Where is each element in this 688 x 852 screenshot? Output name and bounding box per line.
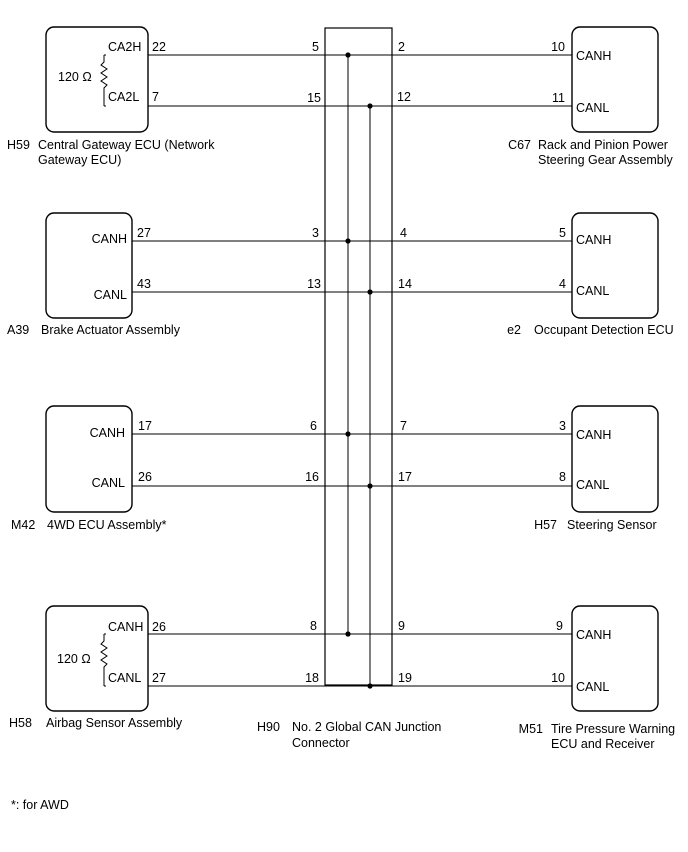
right-pin-low-m51: 10 bbox=[551, 671, 565, 685]
junction-connector-box bbox=[324, 27, 393, 686]
termination-resistor-h58 bbox=[100, 633, 108, 687]
right-component-name-e2: Occupant Detection ECU bbox=[534, 323, 674, 337]
left-component-name-h59-line1: Central Gateway ECU (Network bbox=[38, 138, 215, 152]
resistor-zigzag-icon bbox=[100, 634, 108, 686]
junction-right-pin: 9 bbox=[398, 619, 405, 633]
junction-node bbox=[345, 631, 351, 637]
junction-right-pin: 7 bbox=[400, 419, 407, 433]
left-pin-low-a39: 43 bbox=[137, 277, 151, 291]
left-signal-high-a39: CANH bbox=[92, 232, 127, 246]
right-component-name-h57: Steering Sensor bbox=[567, 518, 657, 532]
left-pin-high-a39: 27 bbox=[137, 226, 151, 240]
right-component-code-m51: M51 bbox=[519, 722, 543, 736]
junction-left-pin: 8 bbox=[310, 619, 317, 633]
junction-node bbox=[345, 238, 351, 244]
right-pin-high-m51: 9 bbox=[556, 619, 563, 633]
junction-right-pin: 17 bbox=[398, 470, 412, 484]
left-signal-high-m42: CANH bbox=[90, 426, 125, 440]
right-component-box-e2 bbox=[571, 212, 659, 319]
right-signal-high-h57: CANH bbox=[576, 428, 611, 442]
left-pin-low-m42: 26 bbox=[138, 470, 152, 484]
left-component-code-a39: A39 bbox=[7, 323, 29, 337]
left-pin-low-h59: 7 bbox=[152, 90, 159, 104]
right-component-box-c67 bbox=[571, 26, 659, 133]
junction-left-pin: 3 bbox=[312, 226, 319, 240]
left-component-code-m42: M42 bbox=[11, 518, 35, 532]
right-signal-high-e2: CANH bbox=[576, 233, 611, 247]
left-signal-high-h58: CANH bbox=[108, 620, 143, 634]
left-component-code-h59: H59 bbox=[7, 138, 30, 152]
right-component-name-m51-line2: ECU and Receiver bbox=[551, 737, 655, 751]
right-component-box-h57 bbox=[571, 405, 659, 513]
right-signal-low-h57: CANL bbox=[576, 478, 609, 492]
left-signal-low-m42: CANL bbox=[92, 476, 125, 490]
junction-name-line2: Connector bbox=[292, 736, 350, 750]
left-component-box-m42 bbox=[45, 405, 133, 513]
left-signal-high-h59: CA2H bbox=[108, 40, 141, 54]
junction-node bbox=[367, 289, 373, 295]
right-component-box-m51 bbox=[571, 605, 659, 712]
left-component-name-h59-line2: Gateway ECU) bbox=[38, 153, 121, 167]
left-component-name-h58: Airbag Sensor Assembly bbox=[46, 716, 183, 730]
junction-left-pin: 18 bbox=[305, 671, 319, 685]
left-pin-high-h59: 22 bbox=[152, 40, 166, 54]
junction-node bbox=[367, 683, 373, 689]
junction-node bbox=[345, 52, 351, 58]
right-pin-high-h57: 3 bbox=[559, 419, 566, 433]
left-pin-high-h58: 26 bbox=[152, 620, 166, 634]
junction-node bbox=[345, 431, 351, 437]
left-component-code-h58: H58 bbox=[9, 716, 32, 730]
right-component-name-m51-line1: Tire Pressure Warning bbox=[551, 722, 675, 736]
resistor-value-h58: 120 Ω bbox=[57, 652, 91, 666]
right-component-name-c67-line2: Steering Gear Assembly bbox=[538, 153, 674, 167]
right-pin-high-e2: 5 bbox=[559, 226, 566, 240]
junction-code: H90 bbox=[257, 720, 280, 734]
junction-node bbox=[367, 483, 373, 489]
right-signal-low-c67: CANL bbox=[576, 101, 609, 115]
right-signal-high-c67: CANH bbox=[576, 49, 611, 63]
junction-right-pin: 14 bbox=[398, 277, 412, 291]
right-pin-low-h57: 8 bbox=[559, 470, 566, 484]
left-pin-high-m42: 17 bbox=[138, 419, 152, 433]
junction-right-pin: 2 bbox=[398, 40, 405, 54]
right-signal-low-m51: CANL bbox=[576, 680, 609, 694]
junction-right-pin: 19 bbox=[398, 671, 412, 685]
termination-resistor-h59 bbox=[100, 54, 108, 107]
left-component-box-h58 bbox=[45, 605, 149, 712]
junction-right-pin: 12 bbox=[397, 90, 411, 104]
resistor-value-h59: 120 Ω bbox=[58, 70, 92, 84]
junction-left-pin: 5 bbox=[312, 40, 319, 54]
left-signal-low-a39: CANL bbox=[94, 288, 127, 302]
junction-name-line1: No. 2 Global CAN Junction bbox=[292, 720, 441, 734]
left-pin-low-h58: 27 bbox=[152, 671, 166, 685]
right-pin-low-e2: 4 bbox=[559, 277, 566, 291]
left-component-box-h59 bbox=[45, 26, 149, 133]
right-signal-high-m51: CANH bbox=[576, 628, 611, 642]
left-signal-low-h59: CA2L bbox=[108, 90, 139, 104]
junction-node bbox=[367, 103, 373, 109]
right-component-code-h57: H57 bbox=[534, 518, 557, 532]
left-component-box-a39 bbox=[45, 212, 133, 319]
right-pin-high-c67: 10 bbox=[551, 40, 565, 54]
left-signal-low-h58: CANL bbox=[108, 671, 141, 685]
right-component-name-c67-line1: Rack and Pinion Power bbox=[538, 138, 668, 152]
resistor-zigzag-icon bbox=[100, 55, 108, 106]
left-component-name-m42: 4WD ECU Assembly* bbox=[47, 518, 167, 532]
junction-right-pin: 4 bbox=[400, 226, 407, 240]
junction-left-pin: 15 bbox=[307, 91, 321, 105]
left-component-name-a39: Brake Actuator Assembly bbox=[41, 323, 181, 337]
junction-left-pin: 16 bbox=[305, 470, 319, 484]
footnote: *: for AWD bbox=[11, 798, 69, 812]
right-component-code-e2: e2 bbox=[507, 323, 521, 337]
junction-left-pin: 6 bbox=[310, 419, 317, 433]
right-pin-low-c67: 11 bbox=[552, 91, 565, 105]
right-component-code-c67: C67 bbox=[508, 138, 531, 152]
right-signal-low-e2: CANL bbox=[576, 284, 609, 298]
junction-left-pin: 13 bbox=[307, 277, 321, 291]
